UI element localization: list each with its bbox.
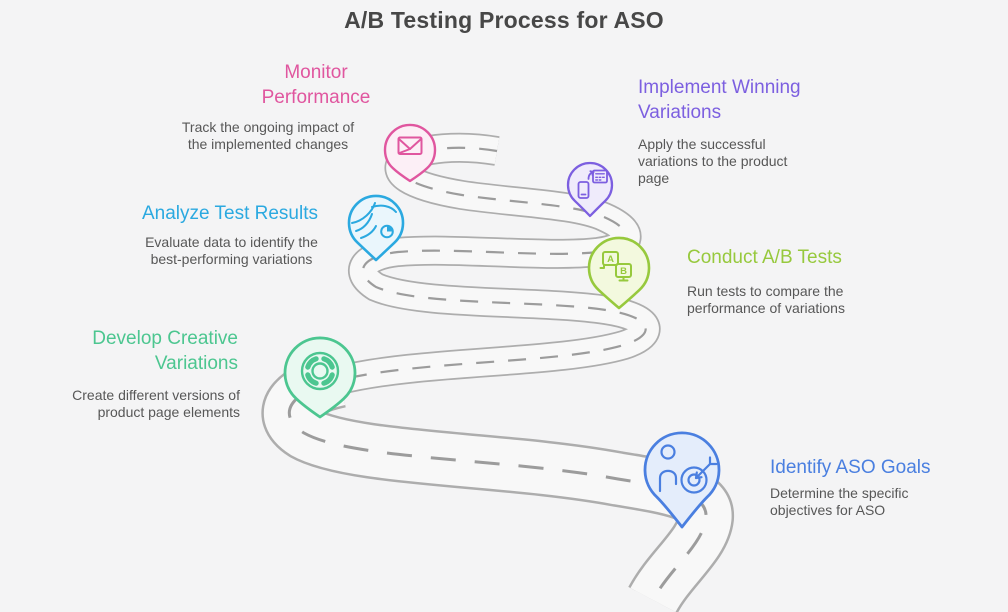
milestone-title-develop-creative-variations: Develop Creative Variations	[92, 328, 238, 374]
pin-bubble	[566, 161, 614, 218]
milestone-desc-develop-creative-variations: Create different versions of product pag…	[72, 387, 240, 420]
milestone-desc-analyze-test-results: Evaluate data to identify the best-perfo…	[145, 234, 318, 267]
milestone-title-monitor-performance: Monitor Performance	[261, 62, 371, 108]
mail-icon	[397, 136, 423, 155]
map-pin-identify-aso-goals	[643, 431, 721, 529]
map-pin-monitor-performance	[383, 123, 437, 183]
milestone-desc-monitor-performance: Track the ongoing impact of the implemen…	[181, 119, 355, 152]
monitor-a-label: A	[607, 254, 614, 265]
milestone-desc-implement-winning-variations: Apply the successful variations to the p…	[638, 136, 788, 186]
milestone-title-conduct-ab-tests: Conduct A/B Tests	[687, 247, 842, 268]
milestone-title-implement-winning-variations: Implement Winning Variations	[638, 77, 801, 123]
map-pin-conduct-ab-tests: A B	[587, 236, 651, 310]
road-centerline-lower	[287, 378, 708, 601]
page-title: A/B Testing Process for ASO	[344, 7, 664, 33]
milestone-title-identify-aso-goals: Identify ASO Goals	[770, 457, 931, 478]
speed-clock-icon	[351, 202, 397, 239]
map-pin-develop-creative-variations	[283, 336, 357, 419]
road	[261, 132, 734, 612]
milestone-desc-identify-aso-goals: Determine the specific objectives for AS…	[770, 485, 909, 518]
road-upper-fill	[336, 134, 659, 393]
pin-bubble	[587, 236, 651, 310]
ab-monitors-icon: A B	[599, 251, 632, 282]
milestone-desc-conduct-ab-tests: Run tests to compare the performance of …	[687, 283, 845, 316]
monitor-b-label: B	[620, 266, 627, 277]
map-pin-implement-winning-variations	[566, 161, 614, 218]
person-target-icon	[658, 444, 718, 494]
map-pin-analyze-test-results	[347, 194, 405, 262]
phone-sync-icon	[577, 169, 608, 199]
wheel-icon	[300, 351, 340, 391]
milestone-title-analyze-test-results: Analyze Test Results	[141, 203, 318, 224]
